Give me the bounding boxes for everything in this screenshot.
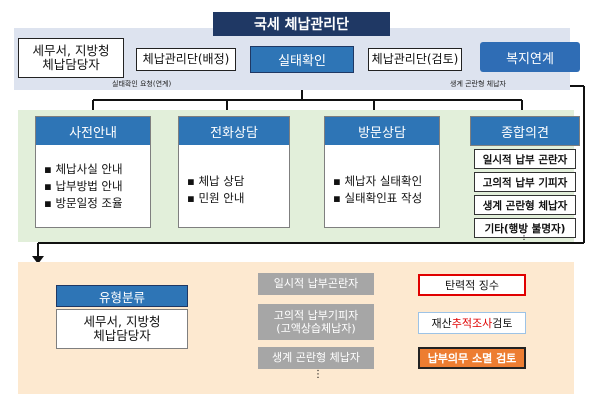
type-intentional-line2: (고액상습체납자) [276,322,356,335]
stage-title-1: 사전안내 [36,117,150,145]
assign-box: 체납관리단(배정) [136,48,236,71]
stage-1-item-1: 체납사실 안내 [44,161,146,178]
opinion-item-1: 일시적 납부 곤란자 [474,149,576,169]
tax-office-line2: 체납담당자 [42,57,100,72]
result2-pre: 재산 [431,317,452,330]
stage-3-item-2: 실태확인표 작성 [333,190,435,207]
result-asset-tracking: 재산 추적조사 검토 [418,312,526,334]
classify-title: 유형분류 [56,285,188,307]
result2-highlight: 추적조사 [451,317,493,330]
stage-card-1: 사전안내 체납사실 안내 납부방법 안내 방문일정 조율 [35,116,151,228]
type-intentional: 고의적 납부기피자 (고액상습체납자) [258,304,374,340]
stage-title-2: 전화상담 [179,117,289,145]
type-intentional-line1: 고의적 납부기피자 [273,308,359,322]
tax-office-line1: 세무서, 지방청 [32,42,110,58]
result-flexible-collection: 탄력적 징수 [418,274,526,296]
opinion-item-2: 고의적 납부 기피자 [474,172,576,192]
opinion-item-3: 생계 곤란형 체납자 [474,195,576,215]
type-temporary: 일시적 납부곤란자 [258,273,374,295]
stage-1-item-3: 방문일정 조율 [44,195,146,212]
type-livelihood: 생계 곤란형 체납자 [258,347,374,369]
opinion-title: 종합의견 [470,116,580,146]
stage-list-3: 체납자 실태확인 실태확인표 작성 [333,173,435,207]
stage-2-item-2: 민원 안내 [187,190,285,207]
types-more: ⋮ [313,369,323,380]
field-check-box: 실태확인 [250,46,354,73]
stage-list-1: 체납사실 안내 납부방법 안내 방문일정 조율 [44,161,146,212]
result-obligation-extinction: 납부의무 소멸 검토 [418,347,526,369]
stage-card-3: 방문상담 체납자 실태확인 실태확인표 작성 [324,116,440,228]
review-box: 체납관리단(검토) [368,48,462,71]
stage-card-2: 전화상담 체납 상담 민원 안내 [178,116,290,228]
result2-post: 검토 [492,317,513,330]
stage-list-2: 체납 상담 민원 안내 [187,173,285,207]
opinion-item-4: 기타(행방 불명자) [474,218,576,238]
stage-2-item-1: 체납 상담 [187,173,285,190]
bottom-office-line1: 세무서, 지방청 [83,313,161,329]
bottom-office-line2: 체납담당자 [93,328,151,343]
opinion-card: 종합의견 일시적 납부 곤란자 고의적 납부 기피자 생계 곤란형 체납자 기타… [470,116,580,244]
diagram-title: 국세 체납관리단 [213,12,390,36]
note-check-request: 실태확인 요청(연계) [112,80,172,88]
note-livelihood: 생계 곤란형 체납자 [450,80,506,88]
stage-3-item-1: 체납자 실태확인 [333,173,435,190]
stage-1-item-2: 납부방법 안내 [44,178,146,195]
welfare-link-box: 복지연계 [480,42,580,72]
tax-office-box: 세무서, 지방청 체납담당자 [18,38,124,78]
stage-title-3: 방문상담 [325,117,439,145]
arrow-into-bottom [32,256,44,264]
opinion-more: ⋮ [519,231,529,242]
bottom-office-box: 세무서, 지방청 체납담당자 [56,309,188,349]
